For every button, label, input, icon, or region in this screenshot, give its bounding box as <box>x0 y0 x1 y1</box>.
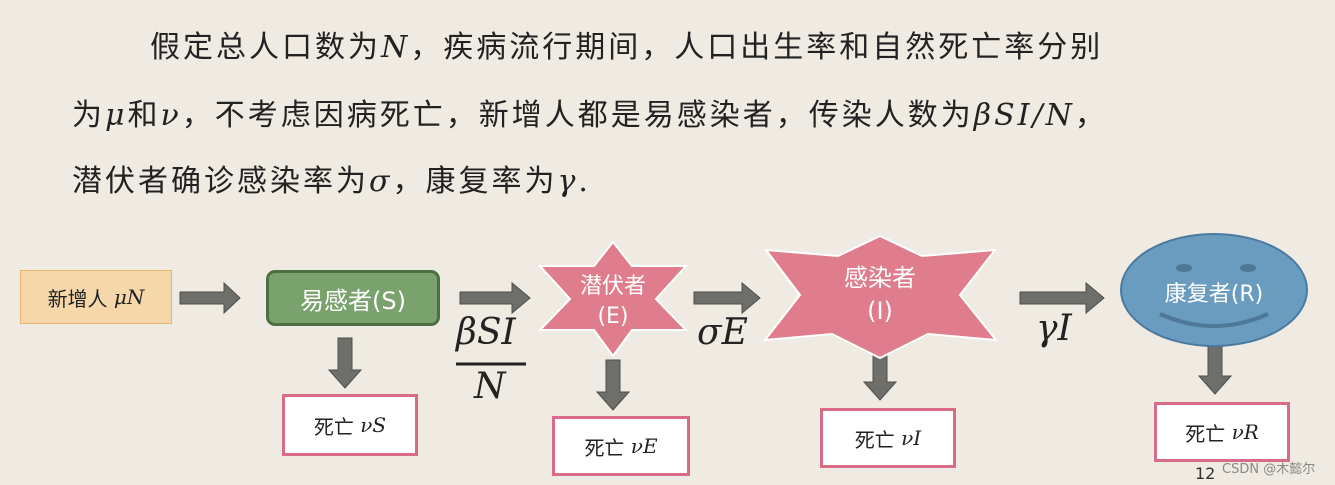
arrow-i-to-r <box>1019 281 1105 315</box>
arrow-new-to-s <box>179 281 241 315</box>
watermark: CSDN @木懿尔 <box>1222 462 1316 477</box>
exposed-star-shape <box>537 240 689 358</box>
exposed-label: 潜伏者 (E) <box>553 272 673 332</box>
recovered-label: 康复者(R) <box>1164 282 1264 307</box>
arrow-i-to-death <box>862 351 898 401</box>
text-line-1: 假定总人口数为N，疾病流行期间，人口出生率和自然死亡率分别 <box>150 30 1104 65</box>
new-population-box: 新增人 μN <box>20 270 172 324</box>
infected-label: 感染者 (I) <box>820 262 940 328</box>
face-eye-right-icon <box>1240 264 1256 272</box>
face-smile-icon <box>1159 312 1269 328</box>
death-r-box: 死亡 νR <box>1154 402 1290 462</box>
arrow-e-to-i <box>693 281 761 315</box>
flow-e-to-i-label: σE <box>697 312 748 353</box>
susceptible-box: 易感者(S) <box>266 270 440 326</box>
arrow-s-to-death <box>327 337 363 389</box>
text-line-2: 为μ和ν，不考虑因病死亡，新增人都是易感染者，传染人数为βSI/N， <box>72 98 1108 133</box>
flow-s-to-e-denominator: N <box>474 366 506 407</box>
arrow-r-to-death <box>1197 345 1233 395</box>
death-e-box: 死亡 νE <box>552 416 690 476</box>
arrow-s-to-e <box>459 281 531 315</box>
infected-sub: (I) <box>867 297 893 325</box>
new-population-label: 新增人 <box>47 286 108 311</box>
page-number: 12 <box>1195 464 1216 483</box>
death-s-box: 死亡 νS <box>282 394 418 456</box>
susceptible-label: 易感者(S) <box>300 286 406 315</box>
arrow-e-to-death <box>595 359 631 411</box>
text-line-3: 潜伏者确诊感染率为σ，康复率为γ. <box>72 164 591 199</box>
death-i-box: 死亡 νI <box>820 408 956 468</box>
exposed-sub: (E) <box>597 304 629 329</box>
infected-star-shape <box>762 234 999 360</box>
flow-s-to-e-numerator: βSI <box>456 312 516 353</box>
flow-i-to-r-label: γI <box>1036 308 1072 349</box>
new-population-rate: μN <box>113 285 145 309</box>
face-eye-left-icon <box>1176 264 1192 272</box>
